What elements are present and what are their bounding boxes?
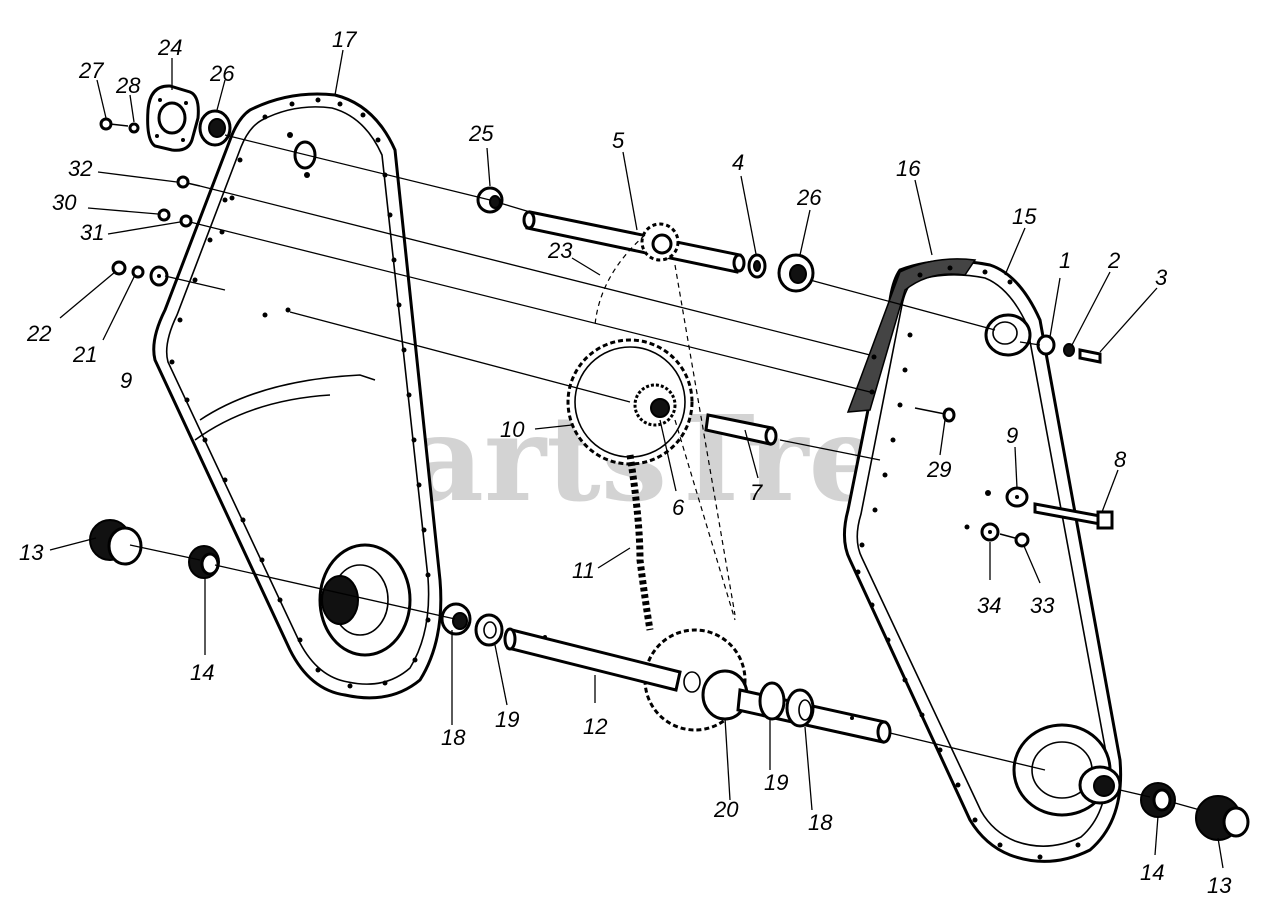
callout-14-right: 14 (1140, 860, 1164, 885)
spacer-25[interactable] (476, 186, 504, 214)
nut-30[interactable] (157, 208, 171, 222)
spacer-19-left[interactable] (474, 613, 504, 647)
seal-13-right[interactable] (1195, 795, 1250, 841)
callout-22: 22 (26, 321, 51, 346)
callout-12: 12 (583, 714, 607, 739)
lockwasher-2[interactable] (1063, 343, 1075, 357)
washer-34[interactable] (980, 522, 1000, 542)
bushing-18-right[interactable] (785, 688, 815, 728)
callout-23: 23 (547, 238, 573, 263)
pin-7[interactable] (704, 413, 778, 446)
assembly-line-2 (674, 419, 736, 621)
bearing-14-right[interactable] (1140, 782, 1176, 818)
callout-17: 17 (332, 27, 357, 52)
bearing-26-left[interactable] (198, 109, 232, 147)
screw-27[interactable] (99, 117, 129, 131)
callout-19-left: 19 (495, 707, 519, 732)
spacer-19-right[interactable] (758, 681, 786, 721)
callout-9-left: 9 (120, 368, 132, 393)
washer-4[interactable] (747, 253, 767, 279)
callout-34: 34 (977, 593, 1001, 618)
bolt-33[interactable] (999, 532, 1030, 548)
assembly-lines (129, 134, 1201, 811)
callout-11: 11 (572, 558, 595, 583)
bearing-14-left[interactable] (188, 545, 220, 579)
callout-13-left: 13 (19, 540, 44, 565)
callout-9-right: 9 (1006, 423, 1018, 448)
screw-29[interactable] (914, 407, 956, 423)
bushing-18-left[interactable] (440, 602, 472, 636)
chain-11[interactable] (626, 454, 654, 631)
callout-24: 24 (157, 35, 182, 60)
washer-31[interactable] (179, 214, 193, 228)
sprocket-23[interactable] (640, 222, 680, 262)
callout-20: 20 (713, 797, 739, 822)
callout-26-left: 26 (209, 61, 235, 86)
left-housing-17[interactable] (152, 92, 443, 700)
callout-32: 32 (68, 156, 92, 181)
callout-18-right: 18 (808, 810, 833, 835)
callout-15: 15 (1012, 204, 1037, 229)
callout-28: 28 (115, 73, 141, 98)
bolt-3[interactable] (1078, 348, 1102, 364)
nut-22[interactable] (111, 260, 127, 276)
callout-19-right: 19 (764, 770, 788, 795)
callout-18-left: 18 (441, 725, 466, 750)
callouts: 1 2 3 4 5 6 7 8 9 9 10 11 12 13 13 14 14… (19, 27, 1232, 898)
callout-31: 31 (80, 220, 104, 245)
callout-25: 25 (468, 121, 494, 146)
callout-14-left: 14 (190, 660, 214, 685)
lockwasher-21[interactable] (131, 265, 145, 279)
callout-5: 5 (612, 128, 625, 153)
seal-13-left[interactable] (89, 519, 143, 566)
callout-26-right: 26 (796, 185, 822, 210)
shaft-12[interactable] (503, 627, 682, 692)
sprocket-6[interactable] (633, 383, 677, 427)
callout-6: 6 (672, 495, 685, 520)
gasket-16[interactable] (846, 258, 977, 413)
washer-28[interactable] (128, 122, 140, 134)
washer-1[interactable] (1036, 334, 1056, 356)
callout-29: 29 (926, 457, 951, 482)
callout-27: 27 (78, 58, 104, 83)
callout-30: 30 (52, 190, 77, 215)
right-housing-15[interactable] (843, 258, 1123, 863)
bearing-plate-24[interactable] (146, 84, 200, 152)
bearing-26-right[interactable] (777, 253, 815, 293)
callout-33: 33 (1030, 593, 1055, 618)
bolt-32[interactable] (176, 175, 201, 189)
callout-2: 2 (1107, 248, 1120, 273)
bolt-8[interactable] (1033, 502, 1114, 530)
washer-9-right[interactable] (1005, 486, 1029, 508)
callout-16: 16 (896, 156, 921, 181)
callout-4: 4 (732, 150, 744, 175)
callout-10: 10 (500, 417, 525, 442)
callout-1: 1 (1059, 248, 1071, 273)
washer-9-left[interactable] (149, 265, 169, 287)
leader-lines (49, 49, 1224, 869)
callout-3: 3 (1155, 265, 1168, 290)
callout-8: 8 (1114, 447, 1127, 472)
chain-upper (594, 234, 646, 326)
callout-21: 21 (72, 342, 97, 367)
callout-7: 7 (750, 480, 763, 505)
callout-13-right: 13 (1207, 873, 1232, 898)
sprocket-20[interactable] (643, 628, 749, 732)
